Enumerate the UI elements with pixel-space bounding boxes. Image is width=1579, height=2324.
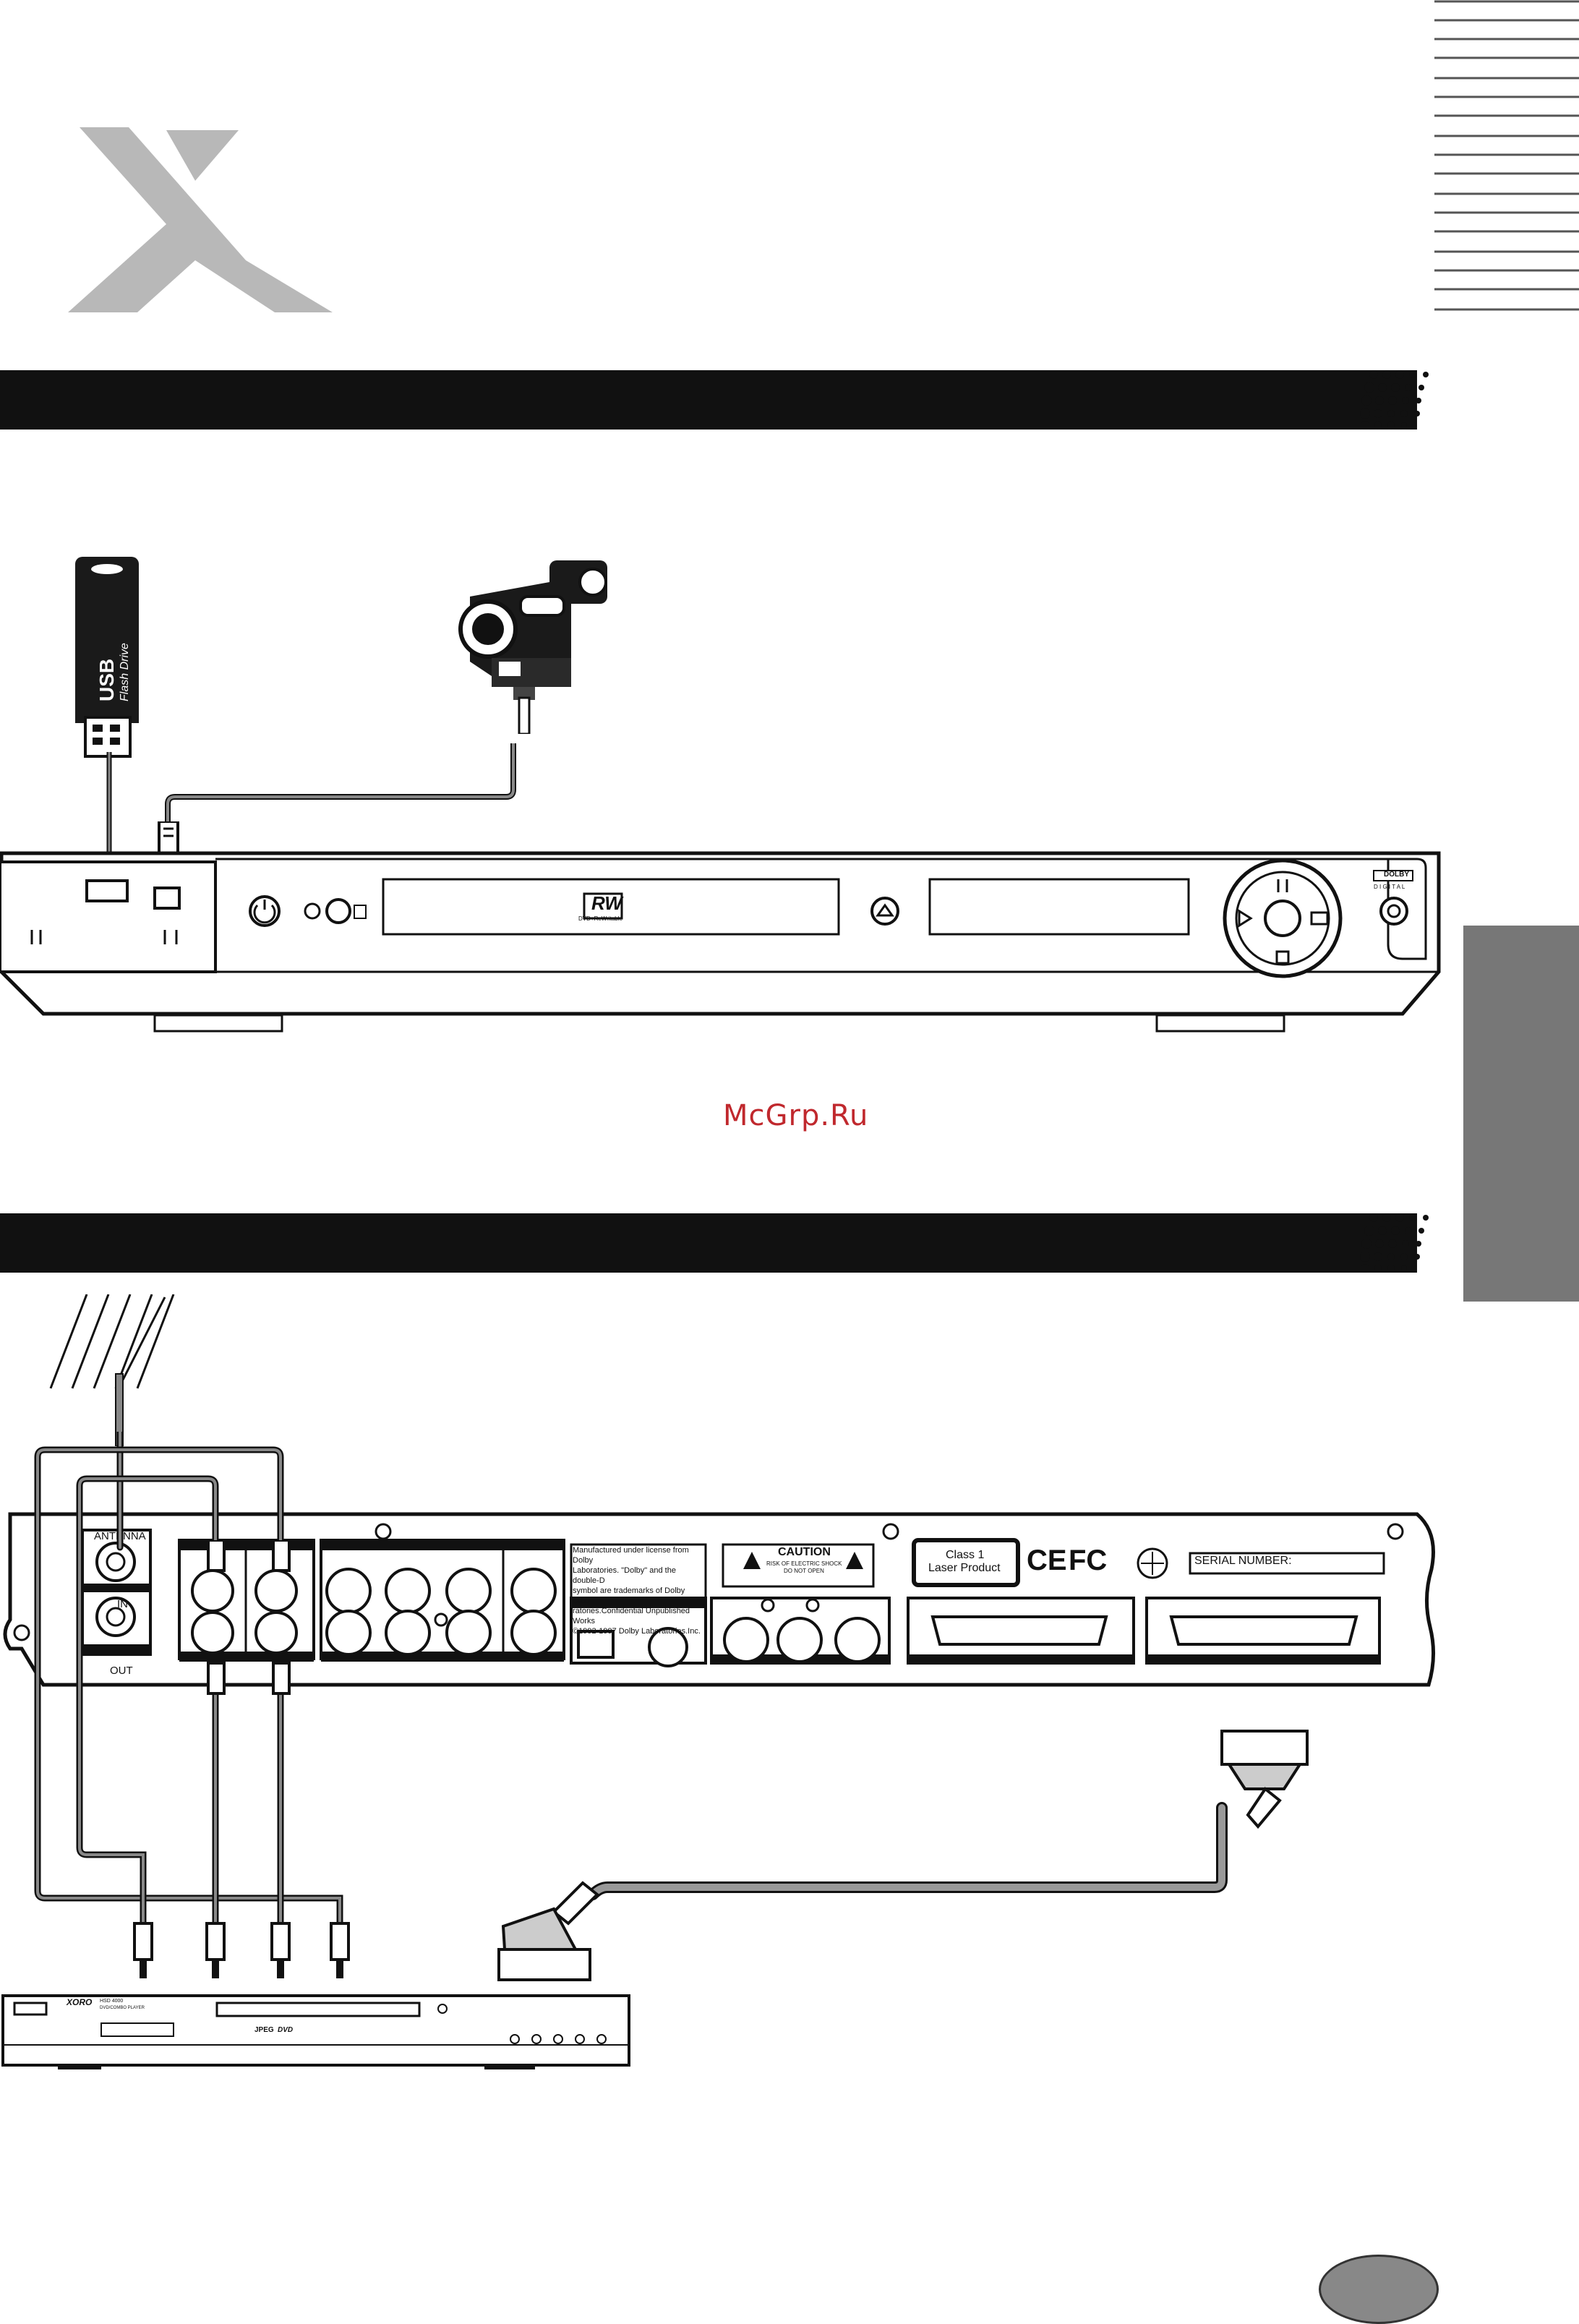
antenna-out-label: OUT — [110, 1665, 133, 1677]
connection-cables — [34, 1432, 1228, 1927]
dvd-recorder-rear-panel — [3, 1512, 1435, 1687]
caution-line-2: DO NOT OPEN — [784, 1568, 824, 1574]
dolby-logo-top: DOLBY — [1384, 871, 1409, 879]
antenna-icon — [49, 1294, 175, 1446]
page-number-oval — [1319, 2255, 1439, 2324]
scart-plug-rear — [1220, 1730, 1309, 1829]
dolby-license-text: Manufactured under license from Dolby La… — [573, 1546, 701, 1636]
player-model: HSD 4000 — [100, 1999, 124, 2004]
xoro-x-logo — [68, 127, 333, 312]
player-dvd-logo: DVD — [278, 2026, 294, 2034]
scart-plug-player — [497, 1881, 599, 1981]
rca-plugs-player — [133, 1922, 350, 1978]
player-brand: XORO — [67, 1997, 93, 2007]
antenna-in-label: IN — [117, 1598, 128, 1610]
rw-logo: RW — [591, 892, 622, 914]
usb-flash-drive: USB Flash Drive — [75, 557, 139, 723]
ce-mark: CE — [1027, 1545, 1067, 1576]
serial-number-label: SERIAL NUMBER: — [1194, 1555, 1292, 1567]
usb-title: USB — [95, 658, 118, 701]
caution-line-1: RISK OF ELECTRIC SHOCK — [766, 1560, 842, 1567]
rca-plugs-rear — [207, 1540, 291, 1695]
chapter-side-tab — [1463, 926, 1579, 1302]
section-banner-1 — [0, 370, 1417, 430]
player-jpeg-logo: JPEG — [254, 2026, 274, 2034]
camcorder-icon — [458, 560, 607, 734]
usb-subtitle: Flash Drive — [119, 643, 131, 701]
banner-dots-1 — [1360, 370, 1429, 430]
tv-label: TV — [117, 1692, 130, 1704]
class-label-2: Laser Product — [928, 1562, 1001, 1574]
class-label-1: Class 1 — [946, 1549, 985, 1561]
dvd-recorder-front-panel — [0, 851, 1441, 1033]
dolby-logo-bottom: D I G I T A L — [1374, 884, 1405, 890]
usb-and-av-cables — [106, 743, 516, 868]
dvd-player-front — [1, 1994, 630, 2069]
banner-dots-2 — [1360, 1213, 1429, 1273]
fc-mark: FC — [1069, 1545, 1108, 1576]
watermark-text: McGrp.Ru — [723, 1099, 869, 1132]
player-subtitle: DVD/COMBO PLAYER — [100, 2006, 145, 2010]
caution-title: CAUTION — [778, 1546, 831, 1558]
section-banner-2 — [0, 1213, 1417, 1273]
header-stripes — [1434, 0, 1579, 311]
rw-caption: DVD+ReWritable — [578, 915, 622, 922]
